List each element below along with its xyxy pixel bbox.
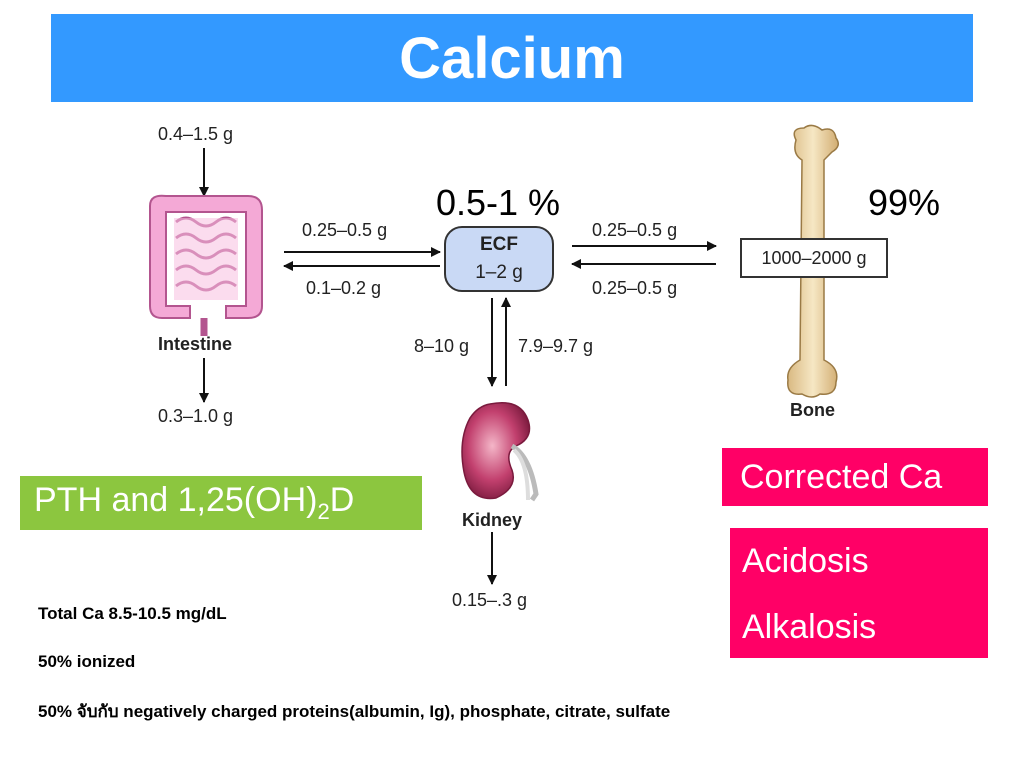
ecf-title: ECF [480,234,518,255]
flow-kidney-to-ecf: 7.9–9.7 g [518,336,594,356]
note-bound: 50% จับกับ negatively charged proteins(a… [38,702,671,721]
bone-label: Bone [790,400,835,420]
flow-ecf-to-bone: 0.25–0.5 g [592,220,678,240]
flow-ecf-to-kidney: 8–10 g [414,336,470,356]
bone-amount: 1000–2000 g [761,247,867,268]
title-bar: Calcium [51,14,973,102]
pth-prefix: PTH and 1,25(OH) [34,481,318,520]
kidney-illustration [461,402,539,502]
corrected-ca-box: Corrected Ca [722,448,988,506]
ecf-percent: 0.5-1 % [436,182,561,223]
corrected-ca-label: Corrected Ca [740,457,943,496]
bone-amount-box: 1000–2000 g [740,238,888,278]
ecf-box: ECF 1–2 g [444,226,554,292]
intestine-illustration [149,194,263,336]
bone-percent: 99% [868,182,941,223]
flow-ecf-to-intestine: 0.1–0.2 g [306,278,382,298]
kidney-label: Kidney [462,510,523,530]
acidosis-label: Acidosis [742,542,869,580]
flow-bone-to-ecf: 0.25–0.5 g [592,278,678,298]
pth-suffix: D [329,481,355,520]
flow-intestine-to-ecf: 0.25–0.5 g [302,220,388,240]
intestine-intake-label: 0.4–1.5 g [158,124,234,144]
intestine-output-label: 0.3–1.0 g [158,406,234,426]
pth-subscript: 2 [317,498,330,524]
pth-label: PTH and 1,25(OH)2D [34,481,354,525]
pth-box: PTH and 1,25(OH)2D [20,476,422,530]
intestine-label: Intestine [158,334,233,354]
page-title: Calcium [399,25,625,91]
note-ionized: 50% ionized [38,652,136,671]
ecf-amount: 1–2 g [475,262,523,283]
acid-base-box: Acidosis Alkalosis [730,528,988,658]
alkalosis-label: Alkalosis [742,608,877,646]
note-total-ca: Total Ca 8.5-10.5 mg/dL [38,604,227,623]
kidney-output-label: 0.15–.3 g [452,590,528,610]
